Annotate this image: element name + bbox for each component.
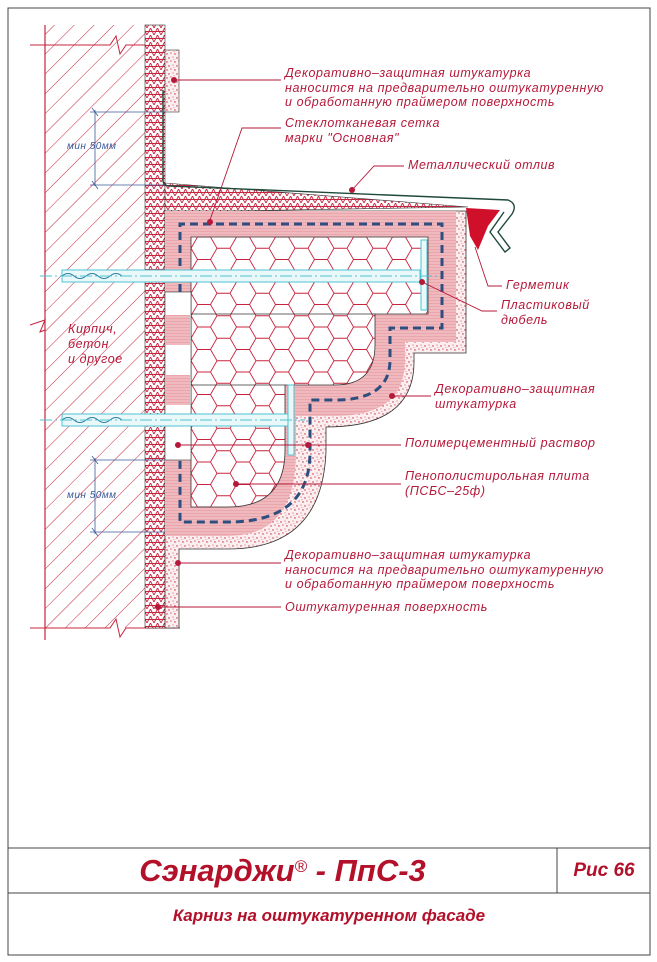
sealant xyxy=(466,208,500,250)
label-mortar: Полимерцементный раствор xyxy=(405,436,596,450)
label-line: (ПСБС–25ф) xyxy=(405,483,486,498)
label-line: Декоративно–защитная штукатурка xyxy=(285,66,532,80)
leader-lines xyxy=(158,79,502,608)
label-dowel: Пластиковый дюбель xyxy=(501,298,590,327)
label-line: марки "Основная" xyxy=(285,130,400,145)
label-line: Стеклотканевая сетка xyxy=(285,116,441,130)
metal-flashing xyxy=(162,90,515,253)
label-foam: Пенополистирольная плита (ПСБС–25ф) xyxy=(405,469,590,498)
label-line: Декоративно–защитная xyxy=(435,382,596,396)
label-plastered-surface: Оштукатуренная поверхность xyxy=(285,600,488,614)
label-line: бетон xyxy=(68,337,109,351)
label-sealant: Герметик xyxy=(506,278,570,292)
label-line: дюбель xyxy=(501,312,549,327)
label-line: и другое xyxy=(68,352,123,366)
registered-mark: ® xyxy=(294,857,308,876)
label-line: и обработанную праймером поверхность xyxy=(285,95,556,109)
label-line: наносится на предварительно оштукатуренн… xyxy=(285,562,604,577)
label-line: и обработанную праймером поверхность xyxy=(285,577,556,591)
leader-dots xyxy=(155,77,425,610)
slope-fill xyxy=(164,182,469,213)
label-flashing: Металлический отлив xyxy=(408,158,556,172)
label-line: наносится на предварительно оштукатуренн… xyxy=(285,80,604,95)
sheet-frame xyxy=(7,7,651,956)
brand-name: Сэнарджи xyxy=(139,853,295,888)
dimension-top: мин 50мм xyxy=(67,141,117,152)
title-block-title: Сэнарджи® - ПпС-3 xyxy=(8,849,557,893)
label-line: Декоративно–защитная штукатурка xyxy=(285,548,532,562)
break-line xyxy=(30,34,145,56)
break-line xyxy=(30,617,180,639)
plastic-dowel xyxy=(40,239,440,456)
base-plaster-layer xyxy=(144,24,166,629)
label-line: Пенополистирольная плита xyxy=(405,469,590,483)
product-code: - ПпС-3 xyxy=(307,853,426,888)
dimension-bottom: мин 50мм xyxy=(67,490,117,501)
label-line: штукатурка xyxy=(435,396,517,411)
label-line: Кирпич, xyxy=(68,322,118,336)
label-decor-plaster: Декоративно–защитная штукатурка xyxy=(435,382,595,411)
label-wall: Кирпич, бетон и другое xyxy=(68,322,123,367)
drawing-subtitle: Карниз на оштукатуренном фасаде xyxy=(172,906,486,925)
figure-number: Рис 66 xyxy=(573,860,635,881)
label-line: Пластиковый xyxy=(501,298,590,312)
label-top-plaster: Декоративно–защитная штукатурка наноситс… xyxy=(285,66,604,110)
label-mesh: Стеклотканевая сетка марки "Основная" xyxy=(285,116,440,145)
dimension-lines xyxy=(90,107,165,537)
label-bottom-plaster: Декоративно–защитная штукатурка наноситс… xyxy=(285,548,604,592)
fiberglass-mesh xyxy=(178,222,444,524)
